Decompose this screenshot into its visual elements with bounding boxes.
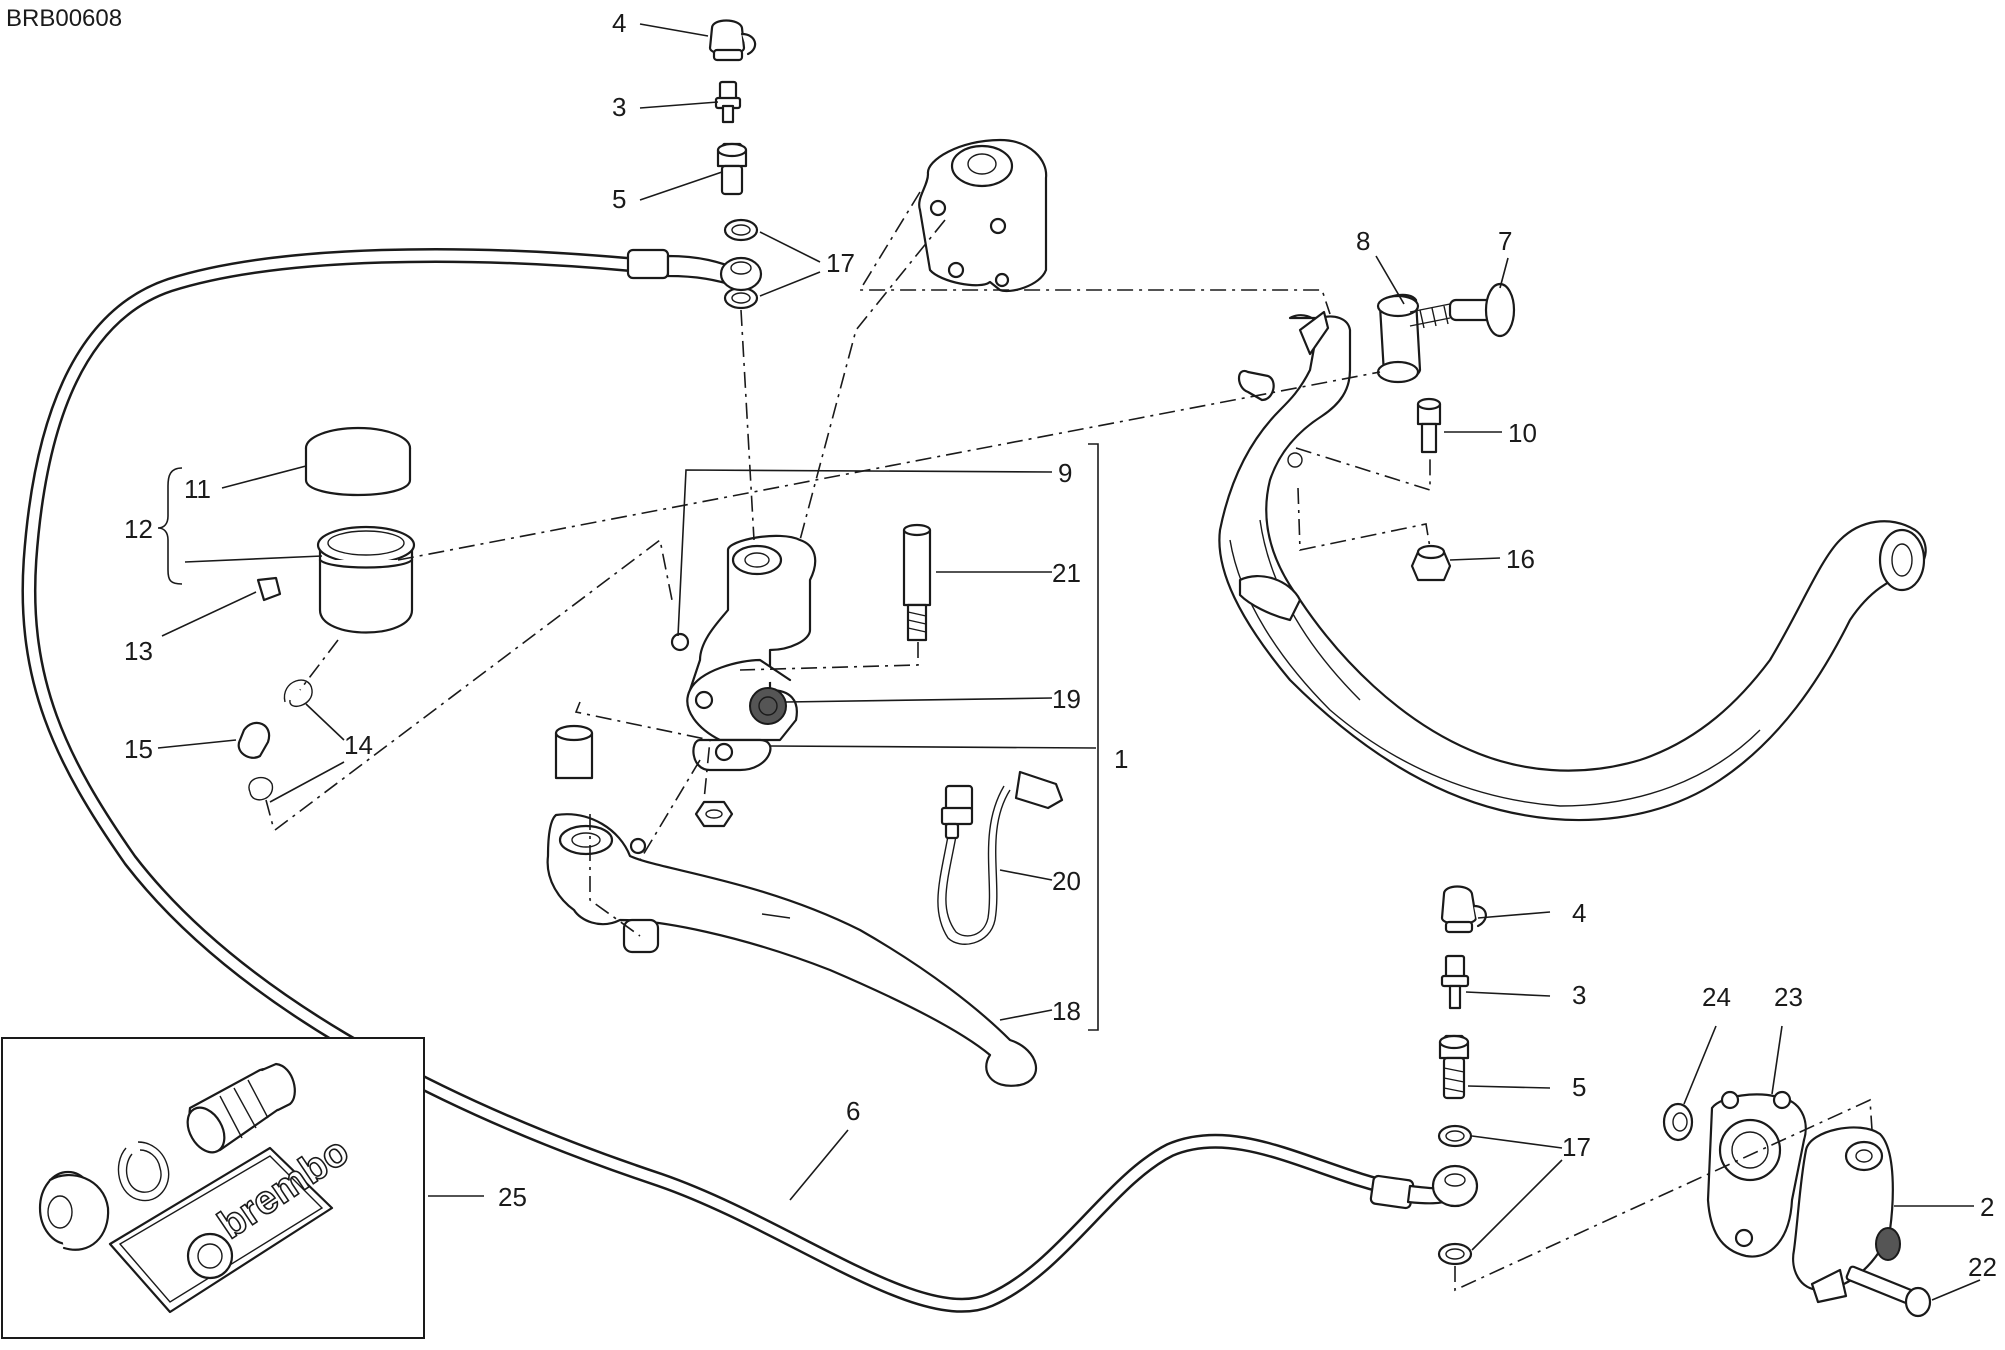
mounting-clamp xyxy=(918,138,1048,293)
guard-pin xyxy=(1409,282,1516,338)
callout-7: 7 xyxy=(1498,226,1512,256)
clutch-hose xyxy=(21,247,1454,1313)
top-bleed-screw xyxy=(714,80,742,124)
callout-24: 24 xyxy=(1702,982,1731,1012)
master-cylinder-screw xyxy=(670,632,690,652)
callout-8: 8 xyxy=(1356,226,1370,256)
pivot-pin xyxy=(902,523,932,642)
bottom-banjo-bolt xyxy=(1438,1034,1470,1100)
callout-6: 6 xyxy=(846,1096,860,1126)
callout-1: 1 xyxy=(1114,744,1128,774)
callout-14: 14 xyxy=(344,730,373,760)
reservoir-hose xyxy=(237,721,271,759)
lever-bushing xyxy=(554,724,594,780)
bottom-copper-washers xyxy=(1431,1124,1479,1266)
callout-21: 21 xyxy=(1052,558,1081,588)
callout-labels: 4 3 5 17 8 7 10 16 11 12 13 14 15 9 21 1… xyxy=(124,8,1997,1282)
callout-18: 18 xyxy=(1052,996,1081,1026)
guard-spacer xyxy=(1376,293,1422,384)
hose-clamps xyxy=(248,679,313,801)
callout-16: 16 xyxy=(1506,544,1535,574)
callout-10: 10 xyxy=(1508,418,1537,448)
bottom-bleed-cap xyxy=(1440,885,1487,934)
slave-cylinder-body xyxy=(1792,1126,1901,1304)
callout-22: 22 xyxy=(1968,1252,1997,1282)
clutch-switch xyxy=(937,770,1064,945)
callout-17-bottom: 17 xyxy=(1562,1132,1591,1162)
reservoir-body xyxy=(316,525,416,634)
repair-kit-box: brembo xyxy=(1,1037,425,1339)
callout-15: 15 xyxy=(124,734,153,764)
callout-3-bottom: 3 xyxy=(1572,980,1586,1010)
lever-guard xyxy=(1218,310,1927,822)
callout-4-top: 4 xyxy=(612,8,626,38)
callout-9: 9 xyxy=(1058,458,1072,488)
callout-3-top: 3 xyxy=(612,92,626,122)
top-copper-washers xyxy=(719,218,763,310)
callout-25: 25 xyxy=(498,1182,527,1212)
callout-4-bottom: 4 xyxy=(1572,898,1586,928)
callout-11: 11 xyxy=(184,474,211,504)
bottom-bleed-screw xyxy=(1440,954,1470,1010)
top-bleed-cap xyxy=(708,19,757,62)
callout-5-top: 5 xyxy=(612,184,626,214)
callout-23: 23 xyxy=(1774,982,1803,1012)
guard-screw xyxy=(1416,397,1442,454)
clutch-lever xyxy=(546,813,1038,1087)
slave-cylinder-bolt xyxy=(1845,1265,1932,1318)
slave-cylinder-housing xyxy=(1706,1090,1807,1258)
callout-19: 19 xyxy=(1052,684,1081,714)
master-cylinder-body xyxy=(686,534,817,772)
callout-20: 20 xyxy=(1052,866,1081,896)
callout-5-bottom: 5 xyxy=(1572,1072,1586,1102)
reservoir-clip xyxy=(256,576,282,602)
callout-2: 2 xyxy=(1980,1192,1994,1222)
lever-nut xyxy=(694,800,734,828)
reservoir-cap xyxy=(304,426,412,497)
diagram-code: BRB00608 xyxy=(6,5,122,32)
slave-cylinder-seal xyxy=(1662,1102,1694,1142)
callout-leaders xyxy=(157,23,1981,1301)
callout-13: 13 xyxy=(124,636,153,666)
guard-nut xyxy=(1410,544,1452,582)
callout-17-top: 17 xyxy=(826,248,855,278)
top-banjo-bolt xyxy=(716,142,748,196)
callout-12: 12 xyxy=(124,514,153,544)
